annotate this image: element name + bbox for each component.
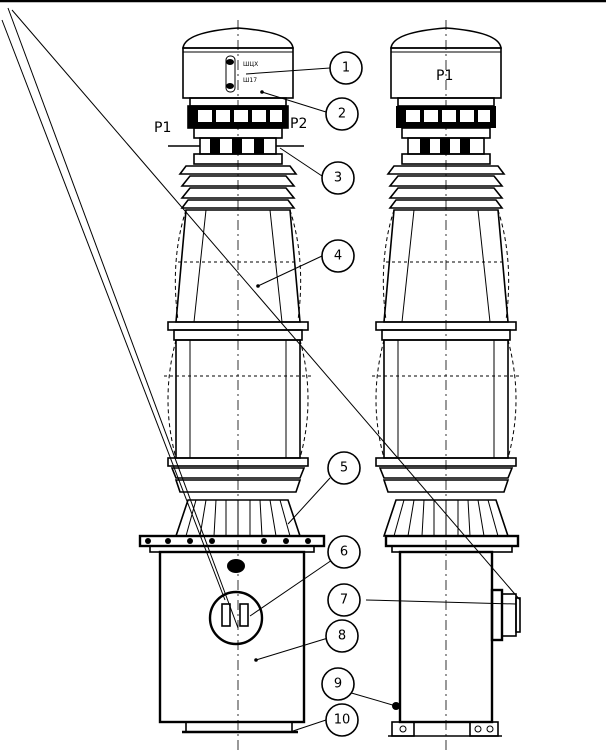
svg-text:6: 6 [340, 545, 348, 560]
svg-text:8: 8 [338, 629, 346, 644]
callout-10: 10 [325, 703, 359, 737]
callout-3: 3 [321, 161, 355, 195]
label-p2-left: P2 [290, 116, 307, 132]
right-top-dome [390, 27, 502, 49]
svg-text:4: 4 [334, 249, 342, 264]
callout-6: 6 [327, 535, 361, 569]
right-tank [398, 550, 494, 724]
callout-5: 5 [327, 451, 361, 485]
callout-2: 2 [325, 97, 359, 131]
callout-1: 1 [329, 51, 363, 85]
svg-text:2: 2 [338, 107, 346, 122]
right-view [372, 20, 521, 750]
svg-text:9: 9 [334, 677, 342, 692]
callout-leaders [245, 67, 517, 733]
left-round-cover [208, 590, 264, 646]
left-tank [158, 550, 306, 724]
callout-7: 7 [327, 583, 361, 617]
left-terminal-link [225, 55, 236, 93]
svg-text:1: 1 [342, 61, 350, 76]
nameplate-line-1: ШЦХ [243, 61, 258, 68]
svg-text:7: 7 [340, 593, 348, 608]
nameplate-line-2: Ш17 [243, 77, 257, 84]
label-p1-left: P1 [154, 120, 171, 136]
callout-9: 9 [321, 667, 355, 701]
svg-text:5: 5 [340, 461, 348, 476]
callout-dots [254, 90, 264, 662]
right-mounting-flange [384, 534, 520, 548]
left-view: ШЦХ Ш17 [138, 20, 326, 750]
left-top-dome [182, 27, 294, 49]
svg-text:3: 3 [334, 171, 342, 186]
svg-text:10: 10 [334, 713, 351, 728]
label-p1-right: P1 [436, 68, 453, 84]
callout-4: 4 [321, 239, 355, 273]
callout-8: 8 [325, 619, 359, 653]
diagonal-leader-lines [1, 7, 521, 629]
